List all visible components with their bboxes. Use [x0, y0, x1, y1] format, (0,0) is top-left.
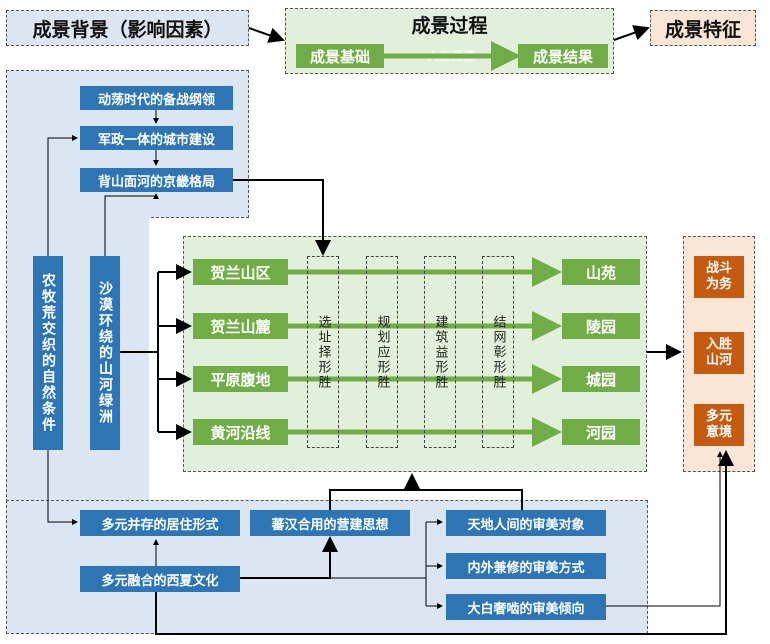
process-basis-box: 成景基础 — [296, 44, 384, 68]
source-plain: 平原腹地 — [193, 366, 288, 392]
result-mausoleum: 陵园 — [562, 313, 640, 339]
feature-landscape: 入胜 山河 — [694, 332, 744, 374]
feature-title: 成景特征 — [650, 10, 756, 46]
construction-idea-box: 蕃汉合用的营建思想 — [250, 510, 410, 536]
process-result-box: 成景结果 — [518, 44, 608, 68]
source-helan-foothill: 贺兰山麓 — [193, 313, 288, 339]
oasis-box: 沙漠环绕的山河绿洲 — [90, 256, 120, 450]
culture-loop-arrow — [155, 450, 734, 635]
result-city-garden: 城园 — [562, 366, 640, 392]
military-city-box: 军政一体的城市建设 — [80, 126, 233, 150]
left-mid-panel — [6, 216, 149, 502]
result-mountain-garden: 山苑 — [562, 259, 640, 285]
bottom-to-middle-arrows — [329, 473, 523, 510]
left-top-arrows — [47, 110, 159, 256]
natural-condition-box: 农牧荒交织的自然条件 — [33, 256, 63, 450]
capital-pattern-box: 背山面河的京畿格局 — [80, 168, 233, 192]
result-river-garden: 河园 — [562, 419, 640, 445]
wartime-program-box: 动荡时代的备战纲领 — [80, 86, 233, 110]
background-title: 成景背景（影响因素） — [6, 10, 249, 46]
source-yellow-river: 黄河沿线 — [193, 419, 288, 445]
strategy-network: 结网彰形胜 — [482, 256, 514, 448]
culture-to-construction-arrow — [240, 536, 338, 579]
aesthetic-object-box: 天地人间的审美对象 — [446, 510, 606, 536]
feature-combat: 战斗 为务 — [694, 256, 744, 298]
aesthetic-tendency-box: 大白奢啮的审美倾向 — [446, 594, 606, 620]
culture-box: 多元融合的西夏文化 — [80, 566, 240, 592]
capital-to-middle-arrow — [233, 179, 331, 256]
feature-diverse-mood: 多元 意境 — [694, 404, 744, 446]
living-form-box: 多元并存的居住形式 — [80, 510, 240, 536]
oasis-branch-arrows — [120, 264, 192, 440]
strategy-planning: 规划应形胜 — [366, 256, 398, 448]
strategy-site-selection: 选址择形胜 — [307, 256, 339, 448]
process-title: 成景过程 — [411, 14, 488, 37]
natural-to-living-arrow — [47, 450, 78, 525]
aesthetic-to-feature-arrow — [606, 451, 723, 607]
strategy-architecture: 建筑益形胜 — [424, 256, 456, 448]
culture-to-aesthetics-arrows — [240, 519, 443, 609]
green-flow-arrows — [288, 257, 562, 447]
source-helan-mountain: 贺兰山区 — [193, 259, 288, 285]
header-arrows — [248, 25, 650, 71]
aesthetic-method-box: 内外兼修的审美方式 — [446, 553, 606, 579]
